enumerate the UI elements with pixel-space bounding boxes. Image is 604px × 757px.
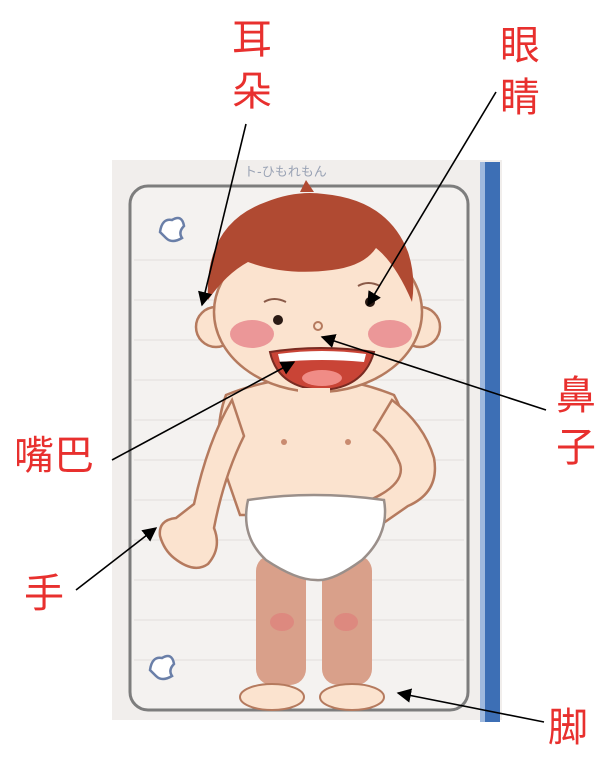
left-eye xyxy=(273,315,283,325)
ear-label: 耳 朵 xyxy=(232,17,272,115)
mouth-label: 嘴巴 xyxy=(14,433,94,479)
left-cheek xyxy=(230,320,274,348)
right-eye xyxy=(365,297,375,307)
nose-label: 鼻 子 xyxy=(556,373,596,471)
nose xyxy=(313,321,323,331)
right-arm xyxy=(368,398,437,526)
eyes-label: 眼 睛 xyxy=(500,23,540,121)
hair xyxy=(207,193,414,302)
blue-edge xyxy=(484,162,500,722)
card-corner-icon xyxy=(158,216,186,243)
right-foot xyxy=(319,683,385,711)
foot-label: 脚 xyxy=(548,705,588,751)
card-header-text: ト-ひもれもん xyxy=(244,165,327,180)
right-cheek xyxy=(368,320,412,348)
hand-label: 手 xyxy=(24,571,64,617)
card-corner-icon xyxy=(148,654,176,681)
diaper xyxy=(244,493,387,582)
left-foot xyxy=(239,683,305,711)
